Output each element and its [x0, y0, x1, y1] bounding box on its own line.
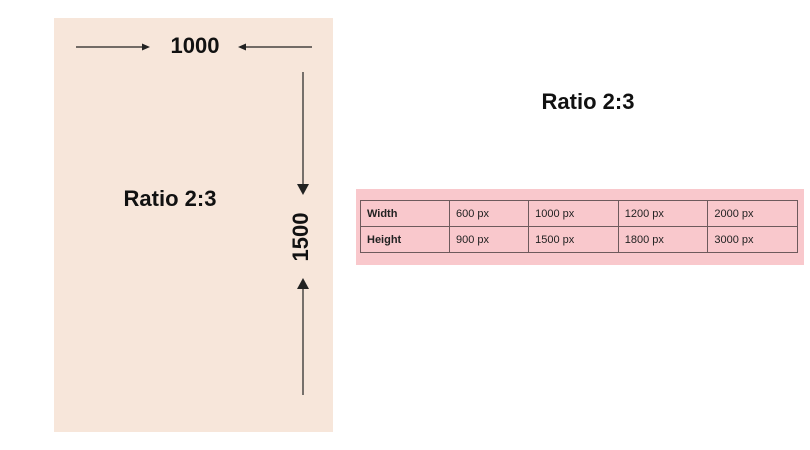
width-dimension-label: 1000 — [170, 33, 220, 58]
table-cell: 3000 px — [707, 226, 798, 253]
resolution-table: Width 600 px 1000 px 1200 px 2000 px Hei… — [360, 200, 798, 253]
resolution-table-container: Width 600 px 1000 px 1200 px 2000 px Hei… — [356, 189, 804, 265]
width-arrow-left-head — [142, 43, 150, 51]
row-header-height: Height — [360, 226, 450, 253]
table-cell: 2000 px — [707, 200, 798, 227]
table-row: Height 900 px 1500 px 1800 px 3000 px — [360, 226, 798, 253]
row-header-width: Width — [360, 200, 450, 227]
table-cell: 600 px — [448, 200, 530, 227]
height-arrow-bottom-head — [297, 278, 309, 289]
height-dimension-label: 1500 — [288, 212, 313, 262]
height-arrow-top-head — [297, 184, 309, 195]
ratio-heading: Ratio 2:3 — [541, 89, 635, 114]
table-cell: 1500 px — [528, 226, 619, 253]
table-row: Width 600 px 1000 px 1200 px 2000 px — [360, 200, 798, 227]
aspect-ratio-panel — [54, 18, 333, 432]
table-cell: 1200 px — [617, 200, 709, 227]
table-cell: 1000 px — [528, 200, 619, 227]
panel-ratio-label: Ratio 2:3 — [123, 186, 217, 211]
table-cell: 1800 px — [617, 226, 709, 253]
table-cell: 900 px — [448, 226, 530, 253]
width-arrow-right-head — [238, 43, 246, 51]
